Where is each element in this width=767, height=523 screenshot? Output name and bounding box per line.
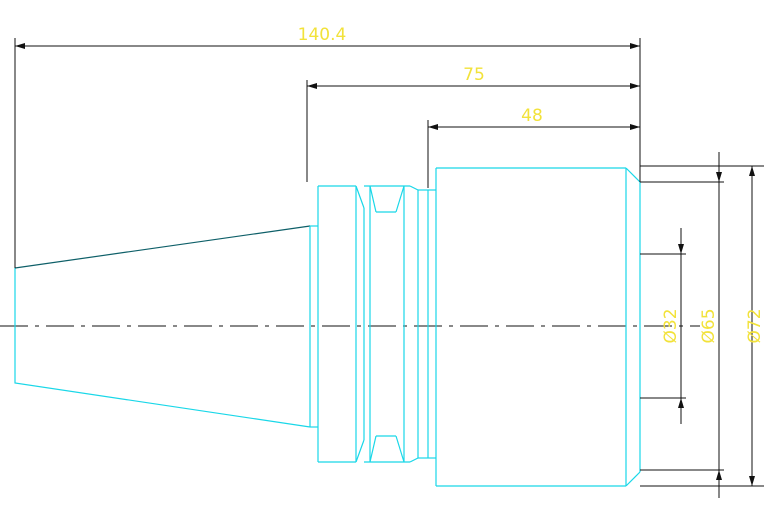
taper-outline	[14, 268, 311, 428]
dim-text-dia-72: Ø72	[745, 308, 765, 343]
dim-text-140-4: 140.4	[298, 25, 347, 45]
taper-top-edge	[14, 225, 311, 269]
dim-text-75: 75	[463, 65, 485, 85]
dim-text-dia-65: Ø65	[699, 308, 719, 343]
dim-text-dia-32: Ø32	[661, 308, 681, 343]
dim-text-48: 48	[521, 106, 543, 126]
tool-holder-outline	[14, 167, 641, 487]
dimension-lines	[14, 38, 764, 498]
